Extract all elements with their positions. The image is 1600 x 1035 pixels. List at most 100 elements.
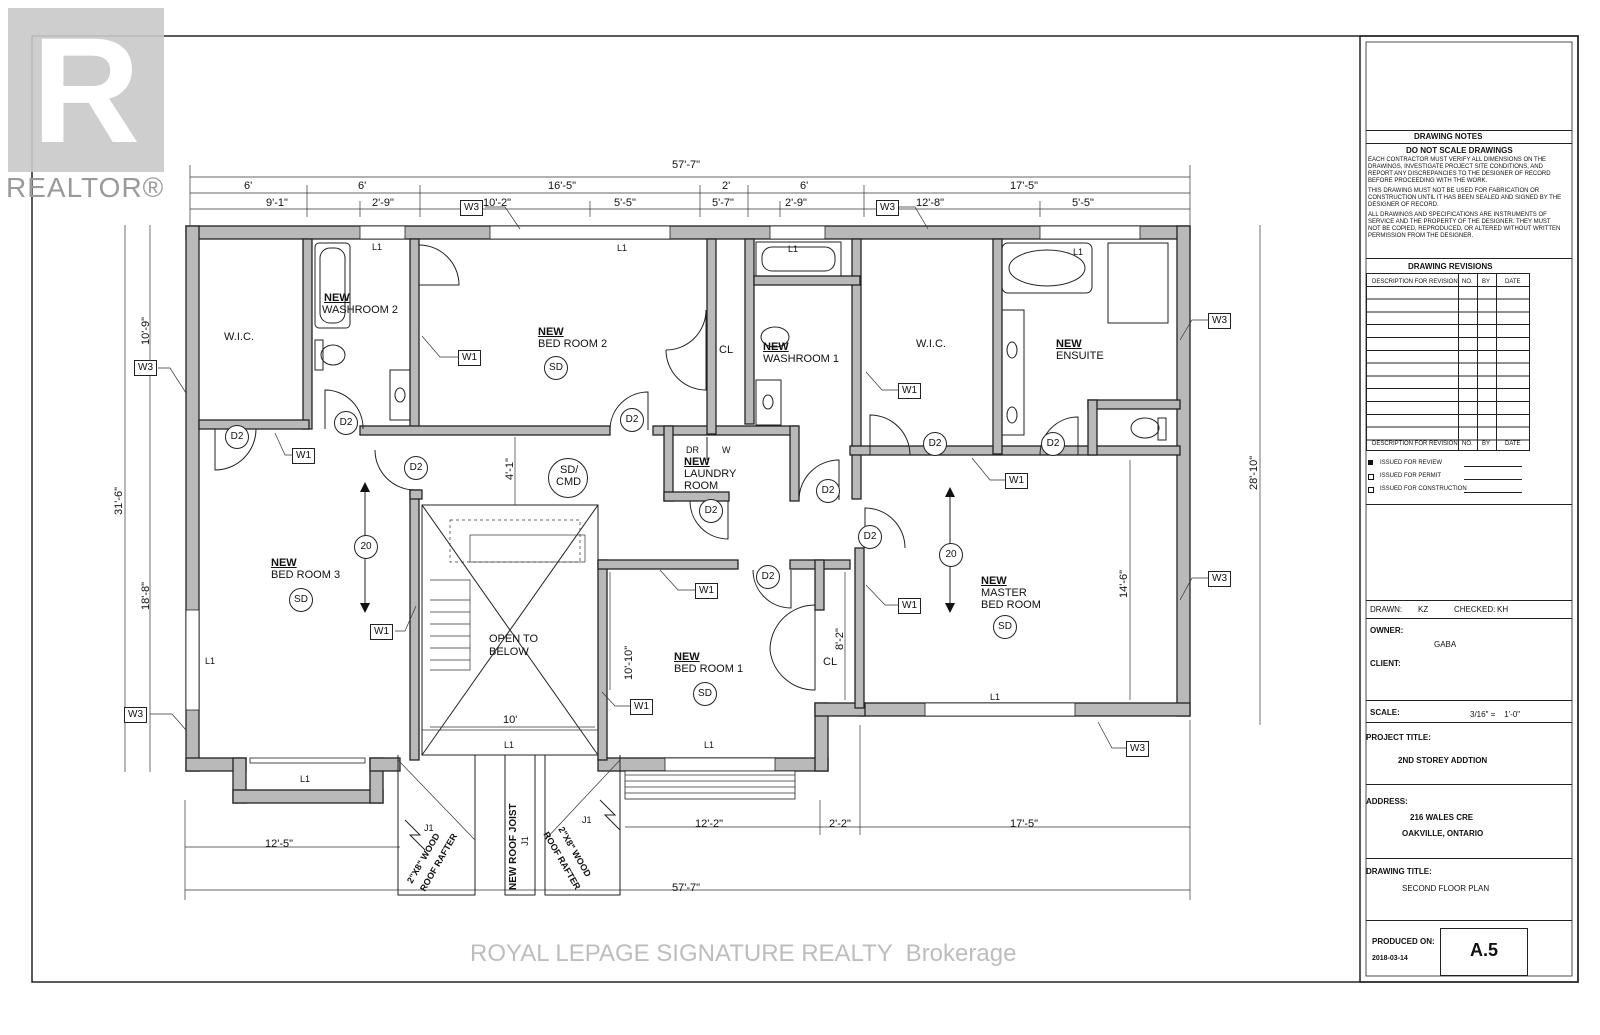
room-ensuite: ENSUITE xyxy=(1056,350,1104,362)
checked-label: CHECKED: xyxy=(1454,605,1496,614)
issued-checkbox[interactable] xyxy=(1368,460,1373,465)
dim-bottom: 17'-5" xyxy=(1010,818,1039,830)
door-tag: D2 xyxy=(816,479,840,503)
realtor-text: REALTOR® xyxy=(6,172,165,203)
title-block-border xyxy=(1359,35,1579,983)
dim-top: 2'-9" xyxy=(785,197,807,209)
room-wic-left: W.I.C. xyxy=(224,331,254,343)
note-line: CONSTRUCTION UNTIL IT HAS BEEN SEALED AN… xyxy=(1368,195,1562,201)
room-washroom2-new: NEW xyxy=(324,292,350,304)
window-tag-w1: W1 xyxy=(292,448,315,464)
callout-leaders xyxy=(150,206,1208,749)
room-bedroom3-new: NEW xyxy=(271,557,297,569)
dim-top: 2' xyxy=(722,180,731,192)
window-tag-w1: W1 xyxy=(898,598,921,614)
note-line: REPORT ANY DISCREPANCIES TO THE DESIGNER… xyxy=(1368,171,1551,177)
new-roof-joist: NEW ROOF JOIST xyxy=(508,803,519,890)
door-tag: D2 xyxy=(1041,432,1065,456)
lintel-tag: L1 xyxy=(300,774,311,784)
dim-interior: 4'-1" xyxy=(504,458,516,480)
room-master: MASTER xyxy=(981,587,1027,599)
sdcmd-circle xyxy=(548,458,588,498)
room-laundry: LAUNDRY xyxy=(684,468,737,480)
drawing-title-label: DRAWING TITLE: xyxy=(1366,867,1432,876)
span-tag: 20 xyxy=(354,535,378,559)
window-tag-w3: W3 xyxy=(1208,571,1231,587)
window-tag-w1: W1 xyxy=(898,383,921,399)
dim-interior: 14'-6" xyxy=(1118,569,1130,598)
lintel-tag: L1 xyxy=(788,244,799,254)
issued-checkbox[interactable] xyxy=(1368,487,1374,493)
address-label: ADDRESS: xyxy=(1366,797,1408,806)
rev-col: DESCRIPTION FOR REVISION xyxy=(1372,441,1458,448)
room-bedroom2: BED ROOM 2 xyxy=(538,338,608,350)
room-cl-top: CL xyxy=(719,344,734,356)
dim-top: 5'-5" xyxy=(1072,197,1094,209)
dim-top: 12'-8" xyxy=(916,197,945,209)
issued-checkbox[interactable] xyxy=(1368,474,1374,480)
room-master: BED ROOM xyxy=(981,599,1041,611)
revisions-title: DRAWING REVISIONS xyxy=(1408,262,1493,271)
door-tag: D2 xyxy=(923,432,947,456)
roof-framing xyxy=(397,754,621,896)
dim-interior: 10' xyxy=(503,714,518,726)
note-line: ALL DRAWINGS AND SPECIFICATIONS ARE INST… xyxy=(1368,212,1547,218)
owner-label: OWNER: xyxy=(1370,626,1404,635)
door-tag: D2 xyxy=(620,408,644,432)
room-bedroom1-new: NEW xyxy=(674,651,700,663)
room-laundry-new: NEW xyxy=(684,456,710,468)
dim-interior: 8'-2" xyxy=(834,628,846,650)
rev-col: DATE xyxy=(1505,441,1521,448)
checked-value: KH xyxy=(1497,605,1509,614)
dim-overall-top: 57'-7" xyxy=(672,159,701,171)
dim-top: 9'-1" xyxy=(266,197,288,209)
door-tag: D2 xyxy=(334,411,358,435)
note-line: DESIGNER OF RECORD. xyxy=(1368,202,1439,208)
dim-overall-bottom: 57'-7" xyxy=(672,882,701,894)
window-tag-w3: W3 xyxy=(134,360,157,376)
issued-label: ISSUED FOR REVIEW xyxy=(1380,460,1443,466)
address-line2: OAKVILLE, ONTARIO xyxy=(1402,829,1484,838)
room-cl-mid: CL xyxy=(823,656,838,668)
client-label: CLIENT: xyxy=(1370,659,1401,668)
rev-col: DATE xyxy=(1505,279,1521,286)
note-line: DRAWINGS, INVESTIGATE PROJECT SITE CONDI… xyxy=(1368,164,1543,170)
drawing-notes-title: DRAWING NOTES xyxy=(1414,132,1483,141)
rev-col: BY xyxy=(1482,279,1491,286)
room-open: BELOW xyxy=(489,646,529,658)
room-open: OPEN TO xyxy=(489,633,539,645)
drawn-label: DRAWN: xyxy=(1370,605,1403,614)
brokerage-watermark: ROYAL LEPAGE SIGNATURE REALTY Brokerage xyxy=(470,940,1017,967)
dim-bottom: 12'-2" xyxy=(695,818,724,830)
window-tag-w3: W3 xyxy=(876,200,899,216)
lintel-tag: L1 xyxy=(205,656,216,666)
dim-top: 16'-5" xyxy=(548,180,577,192)
room-washroom2: WASHROOM 2 xyxy=(322,304,398,316)
window-tag-w1: W1 xyxy=(458,350,481,366)
project-value: 2ND STOREY ADDTION xyxy=(1398,756,1488,765)
owner-value: GABA xyxy=(1434,640,1457,649)
joist-tag: J1 xyxy=(519,836,530,846)
lintel-tag: L1 xyxy=(372,242,383,252)
laundry-w: W xyxy=(722,445,731,455)
window-tag-w3: W3 xyxy=(1208,313,1231,329)
produced-label: PRODUCED ON: xyxy=(1372,937,1435,946)
door-tag: D2 xyxy=(225,425,249,449)
note-line: NOT BE COPIED, REPRODUCED, OR ALTERED WI… xyxy=(1368,226,1561,232)
note-line: EACH CONTRACTOR MUST VERIFY ALL DIMENSIO… xyxy=(1368,157,1547,163)
project-label: PROJECT TITLE: xyxy=(1366,733,1431,742)
joist-tag: J1 xyxy=(582,815,592,825)
dim-top: 5'-5" xyxy=(614,197,636,209)
window-tag-w1: W1 xyxy=(370,624,393,640)
lintel-tag: L1 xyxy=(1073,247,1084,257)
produced-value: 2018-03-14 xyxy=(1372,955,1408,962)
dim-left: 18'-8" xyxy=(140,581,152,610)
realtor-logo: R xyxy=(8,8,164,172)
issued-label: ISSUED FOR CONSTRUCTION xyxy=(1380,486,1467,492)
door-tag: D2 xyxy=(756,565,780,589)
dim-top: 10'-2" xyxy=(483,197,512,209)
dim-right: 28'-10" xyxy=(1248,455,1260,490)
smoke-detector-tag: SD xyxy=(544,356,568,380)
dimension-lines xyxy=(124,165,1261,900)
stair-opening xyxy=(421,504,599,756)
